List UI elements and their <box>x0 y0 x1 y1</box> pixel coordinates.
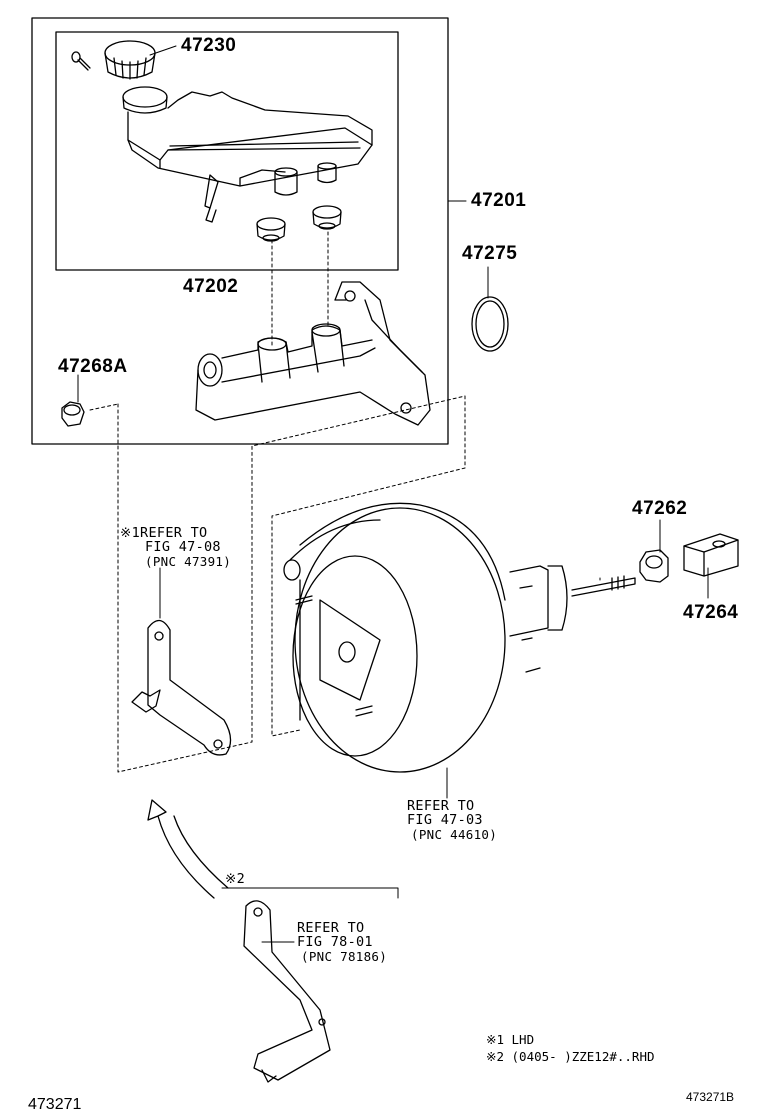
leader-lines <box>77 45 709 943</box>
screw-drawing <box>71 51 91 71</box>
ref-bracket-rhd-marker: ※2 <box>225 871 246 887</box>
part-number-47201[interactable]: 47201 <box>471 190 527 211</box>
ref-booster-line3: (PNC 44610) <box>411 827 498 842</box>
ref-bracket-lhd-line1: ※1REFER TO <box>120 525 208 541</box>
brake-booster-drawing <box>283 502 636 773</box>
ref-booster-line2[interactable]: FIG 47-03 <box>407 812 483 828</box>
master-cylinder-drawing <box>195 281 431 426</box>
o-ring-inner-drawing <box>475 300 505 348</box>
figure-id-right: 473271B <box>686 1090 735 1104</box>
reservoir-subassembly-frame <box>55 31 399 271</box>
ref-bracket-rhd-line1: REFER TO <box>297 920 365 936</box>
part-number-47202[interactable]: 47202 <box>183 276 239 297</box>
ref-bracket-rhd-line2[interactable]: FIG 78-01 <box>297 934 373 950</box>
master-cylinder-assembly-frame <box>31 17 449 445</box>
ref-bracket-lhd-line3: (PNC 47391) <box>145 554 232 569</box>
grommet-drawings <box>256 205 342 242</box>
part-number-47262[interactable]: 47262 <box>632 498 688 519</box>
reservoir-cap-drawing <box>104 40 156 80</box>
ref-booster-line1: REFER TO <box>407 798 475 814</box>
ref-bracket-rhd-line3: (PNC 78186) <box>301 949 388 964</box>
figure-id-left: 473271 <box>28 1096 82 1113</box>
rhd-group-bracket-line <box>221 887 399 899</box>
footnote-lhd: ※1 LHD <box>486 1032 535 1047</box>
direction-arrow-drawing <box>147 799 229 899</box>
clevis-drawing <box>683 533 739 577</box>
o-ring-drawing <box>471 296 509 352</box>
ref-bracket-lhd-line2[interactable]: FIG 47-08 <box>145 539 221 555</box>
part-number-47268a[interactable]: 47268A <box>58 356 128 377</box>
nut-47268a-drawing <box>61 401 85 427</box>
clevis-nut-drawing <box>639 549 669 583</box>
bracket-rhd-drawing <box>243 900 331 1083</box>
footnote-rhd: ※2 (0405- )ZZE12#..RHD <box>486 1049 655 1064</box>
bracket-lhd-drawing <box>131 619 232 756</box>
reservoir-tank-drawing <box>122 86 373 223</box>
part-number-47275[interactable]: 47275 <box>462 243 518 264</box>
part-number-47230[interactable]: 47230 <box>181 35 237 56</box>
dashed-guide-lines <box>89 231 601 773</box>
part-number-47264[interactable]: 47264 <box>683 602 739 623</box>
